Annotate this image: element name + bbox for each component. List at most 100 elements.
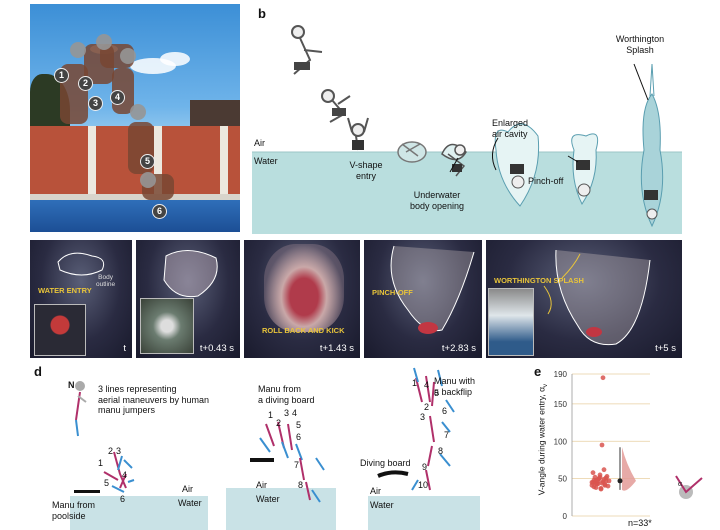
inset-v-icon	[675, 475, 703, 494]
frame-time: t+1.43 s	[319, 343, 354, 354]
data-point	[601, 467, 607, 473]
figure-head-n	[75, 381, 85, 391]
frame-time: t+5 s	[655, 343, 676, 354]
splash-outline-svg	[163, 250, 218, 298]
panel-d-trajectories: N 3 lines representing aerial maneuvers …	[30, 362, 510, 530]
y-tick-label: 100	[554, 437, 568, 446]
pose-marker-4: 4	[110, 90, 125, 105]
frame-time: t+0.43 s	[199, 343, 234, 354]
data-point	[597, 474, 603, 480]
right-trajectory	[411, 367, 455, 491]
pinch-off-figure	[571, 133, 599, 205]
right-num-3: 3	[420, 412, 426, 422]
right-num-4: 4	[424, 380, 430, 390]
frame-inset-image	[34, 304, 86, 356]
y-tick-label: 0	[563, 512, 568, 521]
data-point	[590, 470, 596, 476]
right-water: Water	[370, 500, 394, 510]
data-point	[595, 481, 601, 487]
middle-num-4: 4	[292, 408, 298, 418]
right-num-9: 9	[422, 462, 428, 472]
right-num-2: 2	[424, 402, 430, 412]
mean-point	[617, 478, 623, 484]
panel-a-photo: 1 2 3 4 5 6	[30, 4, 240, 232]
middle-trajectory	[259, 421, 325, 503]
left-caption: Manu from poolside	[52, 500, 96, 521]
right-num-1: 1	[412, 378, 418, 388]
v-shape-entry-label: V-shape entry	[349, 160, 383, 181]
arrow-opening	[449, 157, 459, 173]
left-num-5: 5	[104, 478, 110, 488]
frame-inset-image	[488, 288, 534, 356]
jumper-pose-3	[347, 117, 369, 151]
head-marker	[120, 48, 136, 64]
pool-deck	[30, 194, 240, 201]
right-caption: Manu with a backflip	[434, 376, 476, 397]
water-block-right	[368, 496, 480, 530]
frame-time: t	[123, 343, 126, 354]
middle-num-7: 7	[294, 460, 300, 470]
data-point	[604, 473, 610, 479]
arrow-worthington	[633, 63, 649, 101]
poolside-ledge	[74, 490, 100, 493]
head-marker	[140, 172, 156, 188]
pinch-off-label: Pinch-off	[528, 176, 564, 186]
y-tick-label: 150	[554, 400, 568, 409]
data-point	[600, 375, 606, 381]
trajectory-svg	[70, 367, 480, 530]
right-num-10: 10	[418, 480, 429, 490]
left-num-1: 1	[98, 458, 104, 468]
y-tick-label: 50	[558, 475, 567, 484]
data-point	[591, 484, 597, 490]
data-point	[599, 442, 605, 448]
left-air: Air	[182, 484, 193, 494]
water-label: Water	[254, 156, 278, 166]
right-air: Air	[370, 486, 381, 496]
middle-num-8: 8	[298, 480, 304, 490]
chart-ylabel: V-angle during water entry, αv	[536, 370, 551, 510]
body-outline-svg	[57, 252, 105, 276]
figure-arm-n	[77, 395, 87, 403]
pose-marker-3: 3	[88, 96, 103, 111]
left-num-2: 2	[108, 446, 114, 456]
head-marker	[130, 104, 146, 120]
panel-d-label: d	[34, 364, 42, 379]
chart-n-label: n=33*	[628, 518, 652, 528]
jumper-pose-5	[441, 143, 467, 177]
body-blur	[264, 244, 344, 332]
frame-label: ROLL BACK AND KICK	[262, 326, 345, 335]
pool-water	[30, 200, 240, 232]
cloud	[160, 52, 190, 66]
right-board-label: Diving board	[360, 458, 411, 468]
diving-board-middle	[250, 458, 274, 462]
left-num-6: 6	[120, 494, 126, 504]
water-body	[252, 152, 682, 234]
left-water: Water	[178, 498, 202, 508]
right-num-7: 7	[444, 430, 450, 440]
left-num-4: 4	[122, 470, 128, 480]
air-label: Air	[254, 138, 265, 148]
data-point	[603, 478, 609, 484]
panel-e-label: e	[534, 364, 542, 379]
frame-t043: t+0.43 s	[136, 240, 240, 358]
arrow-cavity	[492, 137, 499, 171]
frame-inset-image	[140, 298, 194, 354]
worthington-splash-figure	[640, 63, 664, 228]
pose-marker-5: 5	[140, 154, 155, 169]
left-num-3: 3	[116, 446, 122, 456]
pose-marker-1: 1	[54, 68, 69, 83]
cavity-outline-svg	[390, 245, 475, 334]
violin-shape	[622, 447, 636, 491]
water-block-middle	[226, 488, 336, 530]
jumper-pose-4	[397, 141, 427, 163]
middle-num-5: 5	[296, 420, 302, 430]
right-num-5: 5	[434, 388, 440, 398]
middle-air: Air	[256, 480, 267, 490]
frame-roll-back: ROLL BACK AND KICK t+1.43 s	[244, 240, 360, 358]
middle-caption: Manu from a diving board	[258, 384, 315, 405]
water-block-left	[70, 496, 208, 530]
arrow-pinch	[567, 155, 579, 163]
worthington-outline-svg	[543, 249, 651, 346]
